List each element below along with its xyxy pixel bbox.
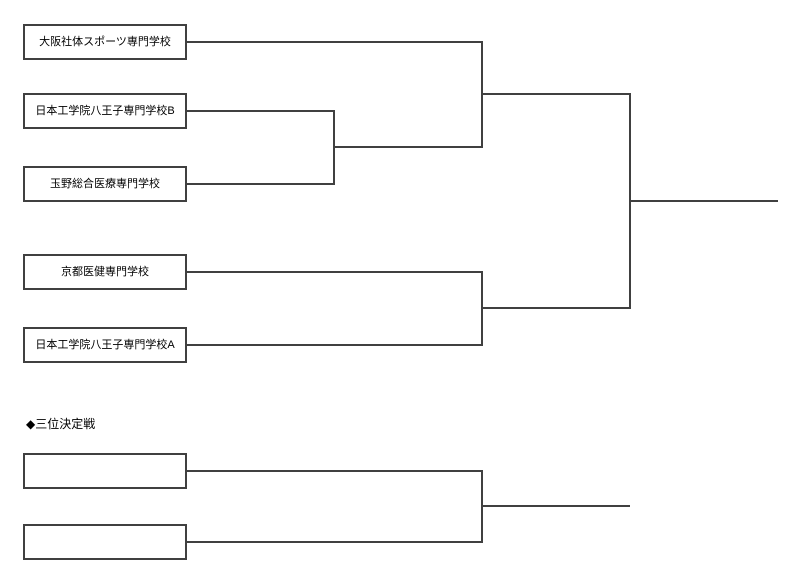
third-place-slot-2	[23, 524, 187, 560]
third-place-slot-1	[23, 453, 187, 489]
bracket-line-team4-out	[187, 271, 483, 273]
bracket-line-round1-winner-out	[333, 146, 483, 148]
team-box-osaka-shataisports: 大阪社体スポーツ専門学校	[23, 24, 187, 60]
bracket-line-semifinal-top-winner-out	[481, 93, 631, 95]
bracket-line-third-place-winner-out	[481, 505, 630, 507]
bracket-line-team2-out	[187, 110, 335, 112]
bracket-line-team5-out	[187, 344, 483, 346]
bracket-line-final-winner-out	[629, 200, 778, 202]
team-box-nihon-kogakuin-hachioji-a: 日本工学院八王子専門学校A	[23, 327, 187, 363]
bracket-line-third-place-slot2-out	[187, 541, 483, 543]
third-place-match-title: ◆三位決定戦	[26, 417, 96, 431]
bracket-line-team3-out	[187, 183, 335, 185]
bracket-line-semifinal-bottom-winner-out	[481, 307, 631, 309]
bracket-line-third-place-slot1-out	[187, 470, 483, 472]
team-box-tamano-sogo-iryo: 玉野総合医療専門学校	[23, 166, 187, 202]
bracket-line-team1-out	[187, 41, 482, 43]
team-box-nihon-kogakuin-hachioji-b: 日本工学院八王子専門学校B	[23, 93, 187, 129]
team-box-kyoto-iken: 京都医健専門学校	[23, 254, 187, 290]
